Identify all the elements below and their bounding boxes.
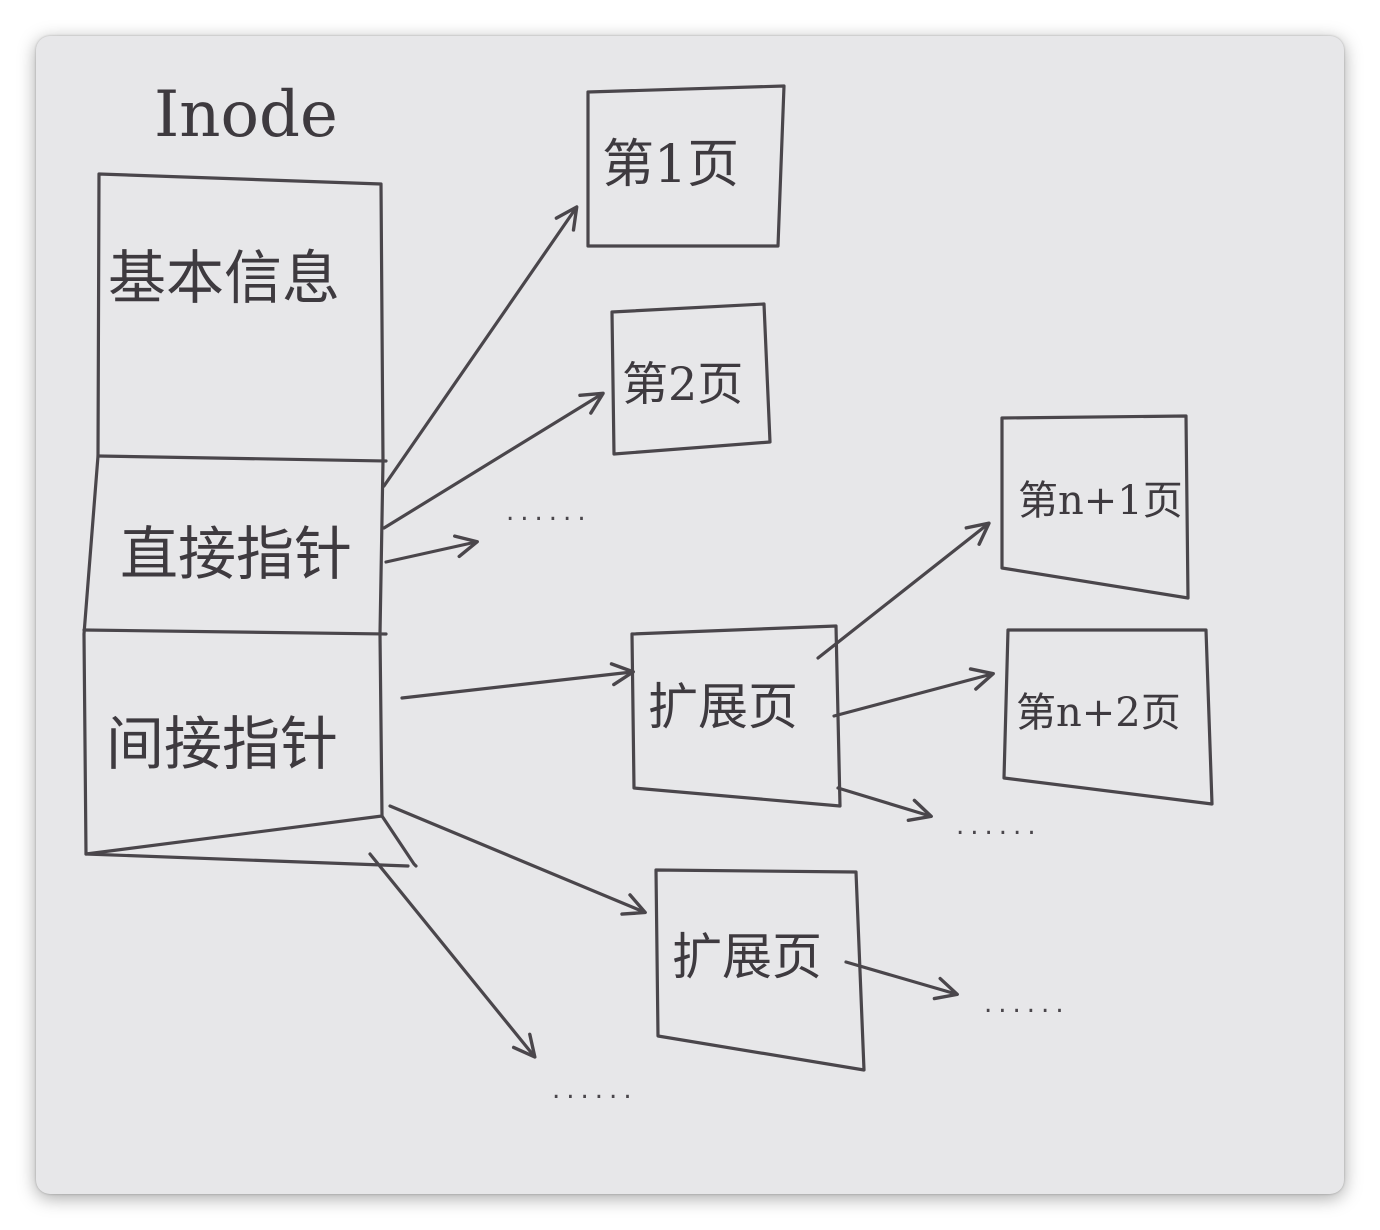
arrow-direct-to-page-1 (382, 205, 579, 488)
inode-section-basic-info: 基本信息 (108, 244, 340, 312)
arrow-direct-to-page-2 (382, 391, 605, 530)
arrow-indirect-to-more (368, 852, 537, 1059)
extension-page-2-label: 扩展页 (672, 928, 822, 986)
arrow-extension-1-to-page-n1 (816, 521, 991, 660)
extension-page-1-label: 扩展页 (648, 678, 798, 736)
arrow-indirect-to-extension-2 (388, 804, 647, 916)
page-2-label: 第2页 (622, 357, 743, 411)
extension-page-2-ellipsis: ...... (984, 989, 1070, 1019)
inode-divider-2 (82, 628, 388, 636)
arrow-extension-1-to-more (836, 786, 933, 822)
inode-section-direct-pointer: 直接指针 (120, 520, 352, 588)
page-1-label: 第1页 (602, 135, 739, 195)
arrows (368, 205, 995, 1059)
inode-divider-1 (96, 454, 388, 463)
diagram-photo-frame: Inode 基本信息 直接指针 间接指针 第1页 第2页 ...... 第n+1… (36, 36, 1344, 1194)
direct-pointer-ellipsis: ...... (506, 497, 592, 527)
page-n2-label: 第n+2页 (1016, 690, 1181, 736)
extension-page-2-box (654, 868, 866, 1072)
arrow-direct-to-more (384, 534, 479, 564)
inode-title: Inode (154, 78, 338, 152)
extension-page-1-ellipsis: ...... (956, 811, 1042, 841)
arrow-extension-2-to-more (844, 960, 959, 1001)
page-n2-box (1002, 628, 1214, 806)
inode-section-indirect-pointer: 间接指针 (106, 710, 338, 778)
indirect-pointer-ellipsis: ...... (552, 1075, 638, 1105)
page-n1-box (1000, 414, 1190, 600)
page-2-box (610, 302, 772, 456)
page-1-box (586, 84, 786, 248)
arrow-extension-1-to-page-n2 (832, 667, 995, 718)
inode-box (82, 172, 418, 868)
extension-page-1-box (630, 624, 842, 808)
inode-diagram: Inode 基本信息 直接指针 间接指针 第1页 第2页 ...... 第n+1… (82, 78, 1214, 1105)
page-n1-label: 第n+1页 (1018, 478, 1183, 524)
arrow-indirect-to-extension-1 (400, 662, 635, 700)
